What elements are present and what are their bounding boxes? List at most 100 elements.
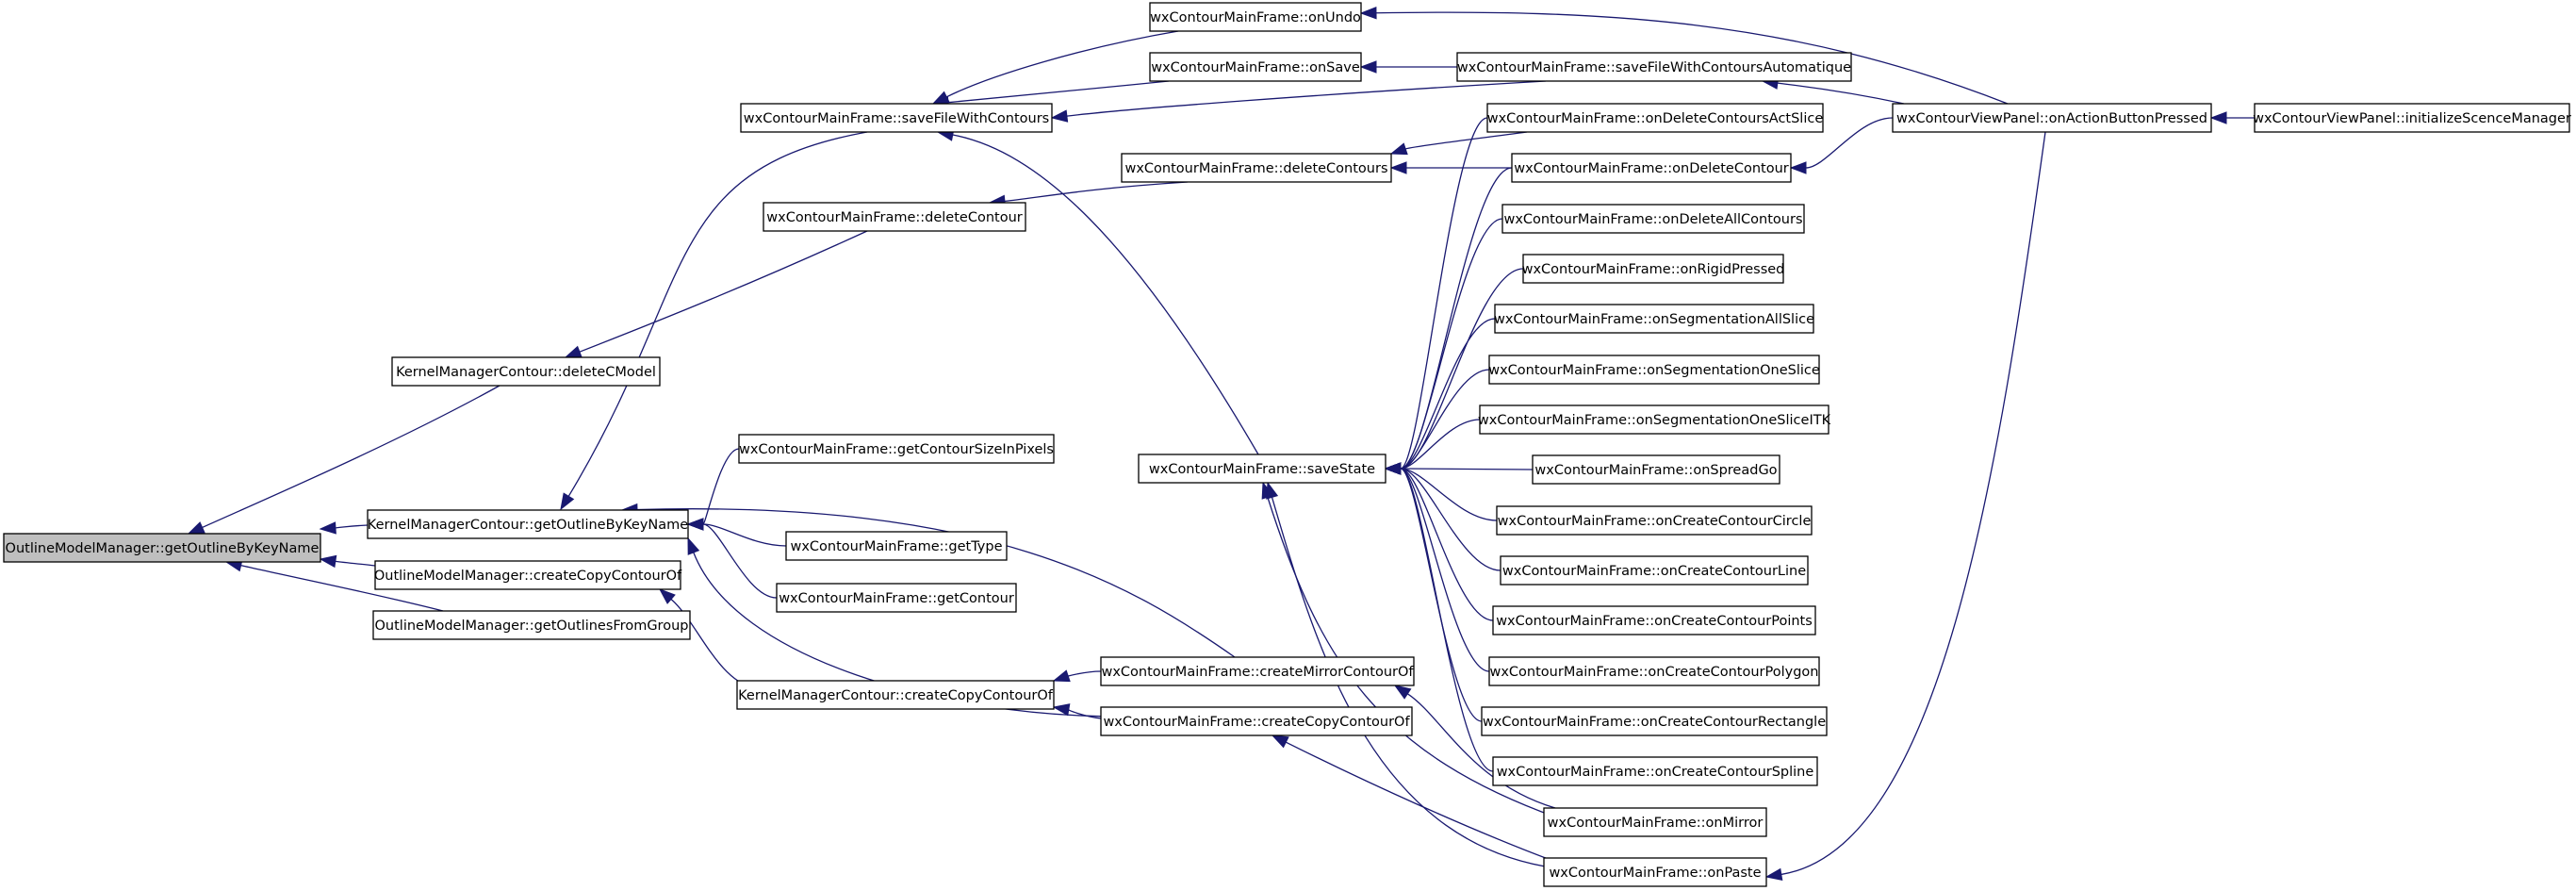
call-edge: [1052, 703, 1102, 719]
graph-node-mf-getContour[interactable]: wxContourMainFrame::getContour: [776, 583, 1017, 613]
graph-node-mf-deleteContours[interactable]: wxContourMainFrame::deleteContours: [1121, 153, 1392, 183]
call-edge: [1384, 462, 1501, 571]
graph-node-mf-onDelActSlice[interactable]: wxContourMainFrame::onDeleteContoursActS…: [1486, 103, 1824, 133]
graph-node-box: [1501, 204, 1805, 234]
graph-node-label: wxContourMainFrame::deleteContours: [1124, 161, 1387, 176]
arrowhead-icon: [1384, 462, 1402, 475]
call-edge: [1789, 117, 1894, 174]
graph-node-label: OutlineModelManager::getOutlinesFromGrou…: [375, 619, 689, 634]
call-edge-line: [1271, 497, 1566, 870]
graph-node-label: wxContourMainFrame::onSegmentationOneSli…: [1478, 413, 1831, 428]
graph-node-kmc-createCopy[interactable]: KernelManagerContour::createCopyContourO…: [736, 680, 1055, 710]
graph-node-mf-onDelContour[interactable]: wxContourMainFrame::onDeleteContour: [1511, 153, 1792, 183]
graph-node-box: [367, 509, 689, 539]
call-edge: [2209, 111, 2256, 124]
call-edge: [1050, 80, 1547, 123]
graph-node-mf-onUndo[interactable]: wxContourMainFrame::onUndo: [1149, 2, 1362, 32]
call-edge-line: [1400, 369, 1490, 470]
graph-node-mf-onSegOne[interactable]: wxContourMainFrame::onSegmentationOneSli…: [1488, 355, 1820, 385]
graph-node-mf-saveFile[interactable]: wxContourMainFrame::saveFileWithContours: [740, 103, 1053, 133]
arrowhead-icon: [1266, 481, 1279, 500]
graph-node-mf-onPoints[interactable]: wxContourMainFrame::onCreateContourPoint…: [1492, 605, 1816, 635]
graph-node-mf-createMirror[interactable]: wxContourMainFrame::createMirrorContourO…: [1100, 656, 1415, 686]
call-edge-line: [947, 80, 1170, 104]
call-edge: [1764, 131, 2046, 882]
call-edge-line: [946, 30, 1179, 98]
arrowhead-icon: [187, 521, 205, 535]
graph-node-mf-onPolygon[interactable]: wxContourMainFrame::onCreateContourPolyg…: [1488, 656, 1820, 686]
call-edge-line: [1400, 468, 1501, 571]
graph-node-mf-onSpline[interactable]: wxContourMainFrame::onCreateContourSplin…: [1492, 756, 1818, 786]
call-edge: [1384, 369, 1490, 475]
call-edge: [620, 503, 1236, 658]
call-edge-line: [202, 385, 500, 529]
graph-node-label: wxContourMainFrame::onCreateContourPoint…: [1496, 614, 1813, 629]
graph-node-label: wxContourViewPanel::initializeScenceMana…: [2253, 111, 2571, 126]
graph-node-mf-onRect[interactable]: wxContourMainFrame::onCreateContourRecta…: [1481, 706, 1828, 736]
graph-node-mf-onSave[interactable]: wxContourMainFrame::onSave: [1149, 52, 1362, 82]
graph-node-label: wxContourMainFrame::getContourSizeInPixe…: [739, 442, 1054, 457]
arrowhead-icon: [560, 492, 575, 511]
call-edge-line: [579, 230, 868, 353]
call-edge-line: [335, 524, 369, 529]
graph-node-label: OutlineModelManager::getOutlineByKeyName: [6, 541, 320, 556]
call-edge-line: [1400, 468, 1494, 621]
graph-node-box: [2254, 103, 2570, 133]
call-edge-line: [1375, 11, 2009, 105]
graph-node-label: wxContourMainFrame::onUndo: [1150, 10, 1361, 25]
arrowhead-icon: [319, 554, 337, 569]
arrowhead-icon: [1359, 60, 1377, 74]
call-graph-edges: [187, 7, 2256, 882]
graph-node-mf-onDelAll[interactable]: wxContourMainFrame::onDeleteAllContours: [1501, 204, 1805, 234]
call-edge: [931, 30, 1179, 105]
graph-node-mf-deleteContour[interactable]: wxContourMainFrame::deleteContour: [763, 202, 1026, 232]
graph-node-mf-onMirror[interactable]: wxContourMainFrame::onMirror: [1543, 807, 1767, 837]
call-edge-line: [952, 134, 1259, 455]
call-edge-line: [702, 523, 787, 547]
call-edge: [686, 518, 778, 599]
graph-node-mf-onSegITK[interactable]: wxContourMainFrame::onSegmentationOneSli…: [1478, 404, 1831, 435]
graph-node-mf-saveState[interactable]: wxContourMainFrame::saveState: [1138, 454, 1386, 484]
graph-node-omm-createCopy[interactable]: OutlineModelManager::createCopyContourOf: [374, 560, 682, 590]
arrowhead-icon: [658, 588, 676, 604]
graph-node-label: wxContourMainFrame::onCreateContourLine: [1502, 564, 1806, 579]
graph-node-vp-onAction[interactable]: wxContourViewPanel::onActionButtonPresse…: [1892, 103, 2212, 133]
graph-node-box: [1100, 656, 1415, 686]
graph-node-kmc-deleteCModel[interactable]: KernelManagerContour::deleteCModel: [391, 356, 661, 387]
call-edge-line: [1780, 131, 2046, 876]
graph-node-vp-init[interactable]: wxContourViewPanel::initializeScenceMana…: [2253, 103, 2571, 133]
graph-node-label: wxContourViewPanel::onActionButtonPresse…: [1896, 111, 2207, 126]
graph-node-label: wxContourMainFrame::onCreateContourCircl…: [1498, 514, 1812, 529]
graph-node-mf-onLine[interactable]: wxContourMainFrame::onCreateContourLine: [1500, 555, 1809, 586]
graph-node-mf-onSpread[interactable]: wxContourMainFrame::onSpreadGo: [1532, 454, 1780, 485]
graph-node-label: wxContourMainFrame::getContour: [779, 591, 1014, 606]
graph-node-mf-getType[interactable]: wxContourMainFrame::getType: [785, 531, 1008, 561]
graph-node-mf-onCircle[interactable]: wxContourMainFrame::onCreateContourCircl…: [1496, 505, 1813, 536]
call-graph-nodes: OutlineModelManager::getOutlineByKeyName…: [3, 2, 2571, 887]
graph-node-mf-onSegAll[interactable]: wxContourMainFrame::onSegmentationAllSli…: [1494, 304, 1814, 334]
graph-node-box: [1543, 857, 1767, 887]
graph-node-mf-createCopy[interactable]: wxContourMainFrame::createCopyContourOf: [1100, 706, 1413, 736]
graph-node-label: wxContourMainFrame::createMirrorContourO…: [1101, 665, 1414, 680]
call-edge-line: [1400, 318, 1496, 470]
graph-node-label: wxContourMainFrame::deleteContour: [766, 210, 1023, 225]
graph-node-omm-getOutlines[interactable]: OutlineModelManager::getOutlinesFromGrou…: [372, 610, 691, 640]
graph-node-label: wxContourMainFrame::onSegmentationAllSli…: [1494, 312, 1814, 327]
graph-node-box: [785, 531, 1008, 561]
graph-node-kmc-getOutline[interactable]: KernelManagerContour::getOutlineByKeyNam…: [367, 509, 689, 539]
graph-node-label: OutlineModelManager::createCopyContourOf: [374, 569, 682, 584]
graph-node-box: [1121, 153, 1392, 183]
call-edge-line: [567, 131, 868, 497]
graph-node-mf-onRigid[interactable]: wxContourMainFrame::onRigidPressed: [1522, 254, 1785, 284]
graph-node-mf-onPaste[interactable]: wxContourMainFrame::onPaste: [1543, 857, 1767, 887]
graph-node-box: [736, 680, 1055, 710]
call-edge: [1359, 60, 1457, 74]
call-edge-line: [1805, 117, 1894, 169]
graph-node-mf-saveAuto[interactable]: wxContourMainFrame::saveFileWithContours…: [1456, 52, 1852, 82]
graph-node-label: wxContourMainFrame::onSegmentationOneSli…: [1488, 363, 1820, 378]
graph-node-mf-getSize[interactable]: wxContourMainFrame::getContourSizeInPixe…: [738, 434, 1055, 464]
call-edge: [1384, 318, 1496, 475]
graph-node-box: [1456, 52, 1852, 82]
graph-node-root[interactable]: OutlineModelManager::getOutlineByKeyName: [3, 533, 321, 563]
graph-node-box: [1488, 656, 1820, 686]
